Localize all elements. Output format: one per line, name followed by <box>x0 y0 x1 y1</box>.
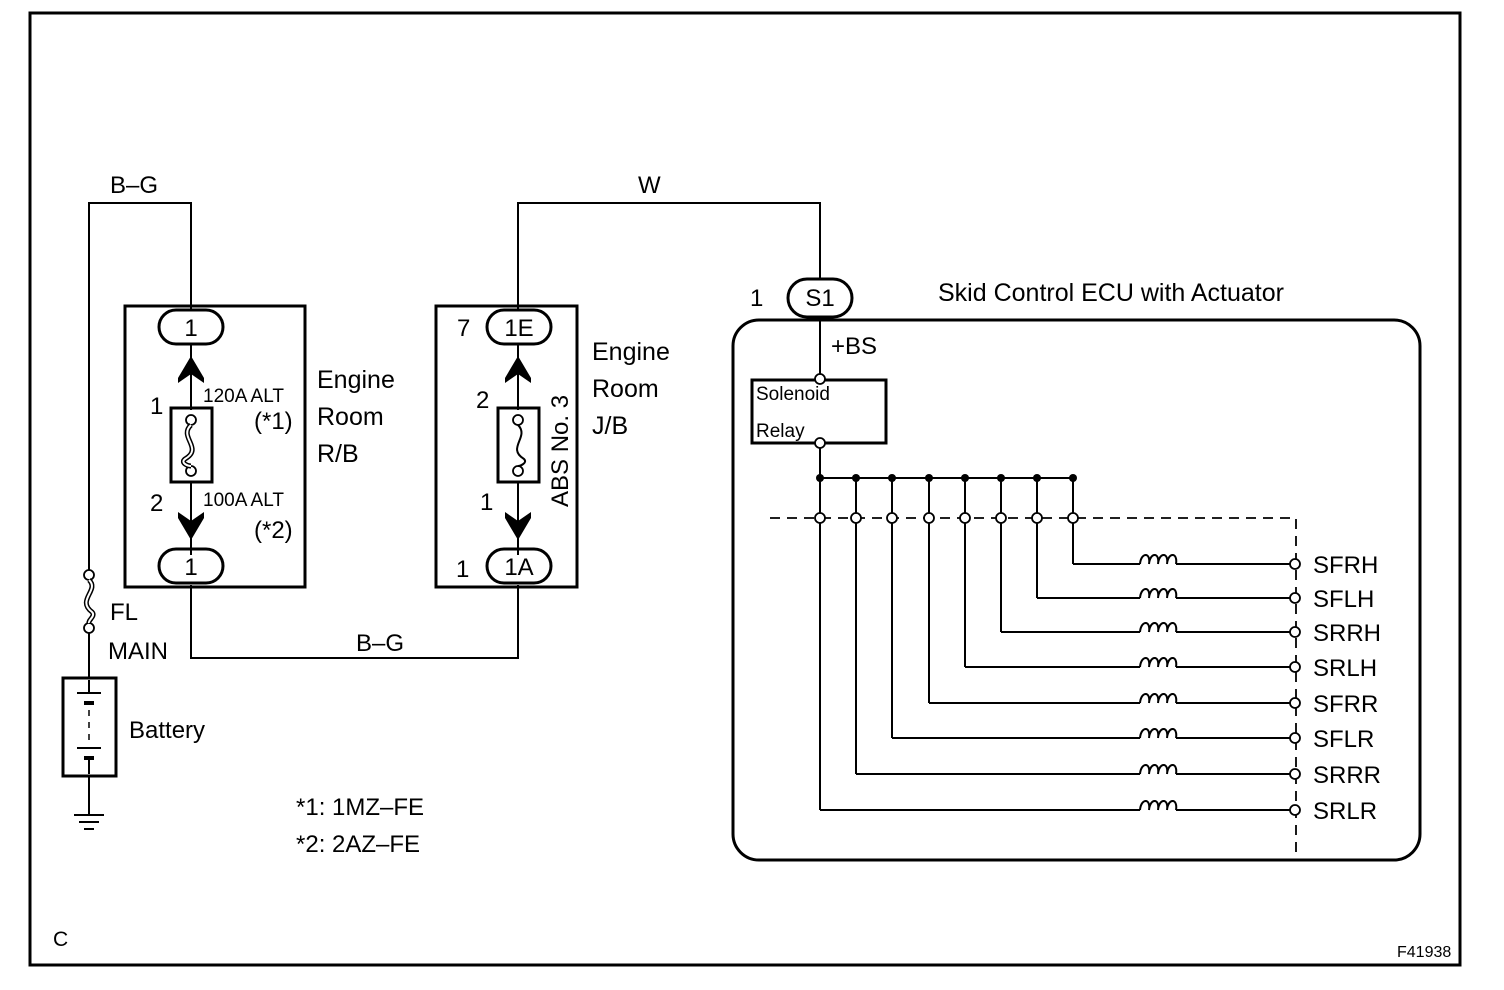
skid-control-ecu: Skid Control ECU with Actuator S1 1 +BS … <box>731 277 1422 862</box>
solenoid-terminal-srrh <box>1289 626 1301 638</box>
ecu-terminal-bs: +BS <box>831 333 877 360</box>
rb-bottom-connector <box>157 547 225 585</box>
fl-label: FL <box>110 599 138 626</box>
jb-pin-top: 2 <box>476 387 489 414</box>
wire-w <box>517 202 821 310</box>
solenoid-coil-sflr-icon <box>1139 728 1178 739</box>
solenoid-label-sfrr: SFRR <box>1313 691 1378 718</box>
rb-arrow-down <box>178 512 204 540</box>
branch-terminal-srrr <box>850 512 862 524</box>
branch-terminal-sfrr <box>923 512 935 524</box>
figure-id: F41938 <box>1397 944 1451 961</box>
solenoid-label-sflr: SFLR <box>1313 726 1374 753</box>
rb-fuse-top-rating: 120A ALT <box>203 386 284 407</box>
jb-pin-bottom: 1 <box>480 489 493 516</box>
solenoid-terminal-sflr <box>1289 732 1301 744</box>
jb-fuse-name: ABS No. 3 <box>547 395 574 507</box>
solenoid-group: SFRH SFLH SRRH SRLH SFRR SFLR SRRR SRLR <box>814 474 1381 825</box>
solenoid-terminal-srlr <box>1289 804 1301 816</box>
branch-terminal-srlh <box>959 512 971 524</box>
jb-label-line-2: Room <box>592 375 659 403</box>
jb-fuse-icon <box>516 424 527 467</box>
jb-label-line-3: J/B <box>592 412 628 440</box>
solenoid-coil-srrh-icon <box>1139 622 1178 633</box>
rb-top-connector-label: 1 <box>184 315 197 342</box>
relay-label-line-1: Solenoid <box>756 384 830 405</box>
ecu-connector-label: S1 <box>805 285 834 312</box>
wire-bg-bottom <box>190 585 519 659</box>
branch-terminal-srrh <box>995 512 1007 524</box>
ecu-title: Skid Control ECU with Actuator <box>938 279 1284 307</box>
solenoid-label-srrr: SRRR <box>1313 762 1381 789</box>
jb-box <box>434 304 579 589</box>
wire-bg-top <box>88 202 192 575</box>
solenoid-terminal-sfrh <box>1289 558 1301 570</box>
actuator-boundary <box>770 517 1297 855</box>
corner-label: C <box>53 928 68 951</box>
jb-bottom-connector-pin: 1 <box>456 556 469 583</box>
solenoid-label-sflh: SFLH <box>1313 586 1374 613</box>
ecu-connector-pin: 1 <box>750 285 763 312</box>
jb-top-connector-pin: 7 <box>457 315 470 342</box>
rb-pin-top: 1 <box>150 393 163 420</box>
rb-fuse-bottom-rating: 100A ALT <box>203 490 284 511</box>
note-2: *2: 2AZ–FE <box>296 831 420 858</box>
solenoid-coil-srrr-icon <box>1139 764 1178 775</box>
solenoid-label-srlr: SRLR <box>1313 798 1377 825</box>
ground-icon <box>74 776 104 830</box>
rb-fuse-bottom-note: (*2) <box>254 517 293 544</box>
rb-box <box>123 304 307 589</box>
battery: Battery <box>61 676 205 778</box>
solenoid-coil-srlr-icon <box>1139 800 1178 811</box>
jb-bottom-connector <box>485 547 553 585</box>
solenoid-label-srlh: SRLH <box>1313 655 1377 682</box>
note-1: *1: 1MZ–FE <box>296 794 424 821</box>
branch-terminal-sfrh <box>1067 512 1079 524</box>
rb-label-line-2: Room <box>317 403 384 431</box>
wire-bg-bottom-label: B–G <box>356 630 404 657</box>
wire-w-label: W <box>638 172 661 199</box>
rb-label-line-3: R/B <box>317 440 359 468</box>
jb-top-connector-label: 1E <box>504 315 533 342</box>
wire-bg-top-label: B–G <box>110 172 158 199</box>
solenoid-label-sfrh: SFRH <box>1313 552 1378 579</box>
engine-room-rb: 1 1 1 2 120A ALT (*1) 100A ALT (*2) Engi… <box>123 304 395 589</box>
solenoid-terminal-sflh <box>1289 592 1301 604</box>
battery-label: Battery <box>129 717 205 744</box>
rb-bottom-connector-label: 1 <box>184 554 197 581</box>
solenoid-label-srrh: SRRH <box>1313 620 1381 647</box>
solenoid-coil-sfrr-icon <box>1139 693 1178 704</box>
solenoid-terminal-sfrr <box>1289 697 1301 709</box>
rb-fuse-top-note: (*1) <box>254 408 293 435</box>
main-label: MAIN <box>108 638 168 665</box>
engine-room-jb: 1E 7 1A 1 2 1 ABS No. 3 Engine Room J/B <box>434 304 670 589</box>
solenoid-terminal-srrr <box>1289 768 1301 780</box>
relay-label-line-2: Relay <box>756 421 805 442</box>
branch-terminal-sflr <box>886 512 898 524</box>
branch-terminal-sflh <box>1031 512 1043 524</box>
jb-arrow-down <box>505 512 531 540</box>
rb-label-line-1: Engine <box>317 366 395 394</box>
solenoid-coil-sflh-icon <box>1139 588 1178 599</box>
ecu-box <box>731 318 1422 862</box>
jb-bottom-connector-label: 1A <box>504 554 533 581</box>
jb-label-line-1: Engine <box>592 338 670 366</box>
solenoid-coil-sfrh-icon <box>1139 554 1178 565</box>
rb-pin-bottom: 2 <box>150 490 163 517</box>
solenoid-terminal-srlh <box>1289 661 1301 673</box>
branch-terminal-srlr <box>814 512 826 524</box>
diagram-frame <box>28 11 1462 967</box>
fl-main-fuse: FL MAIN <box>83 569 168 678</box>
solenoid-coil-srlh-icon <box>1139 657 1178 668</box>
